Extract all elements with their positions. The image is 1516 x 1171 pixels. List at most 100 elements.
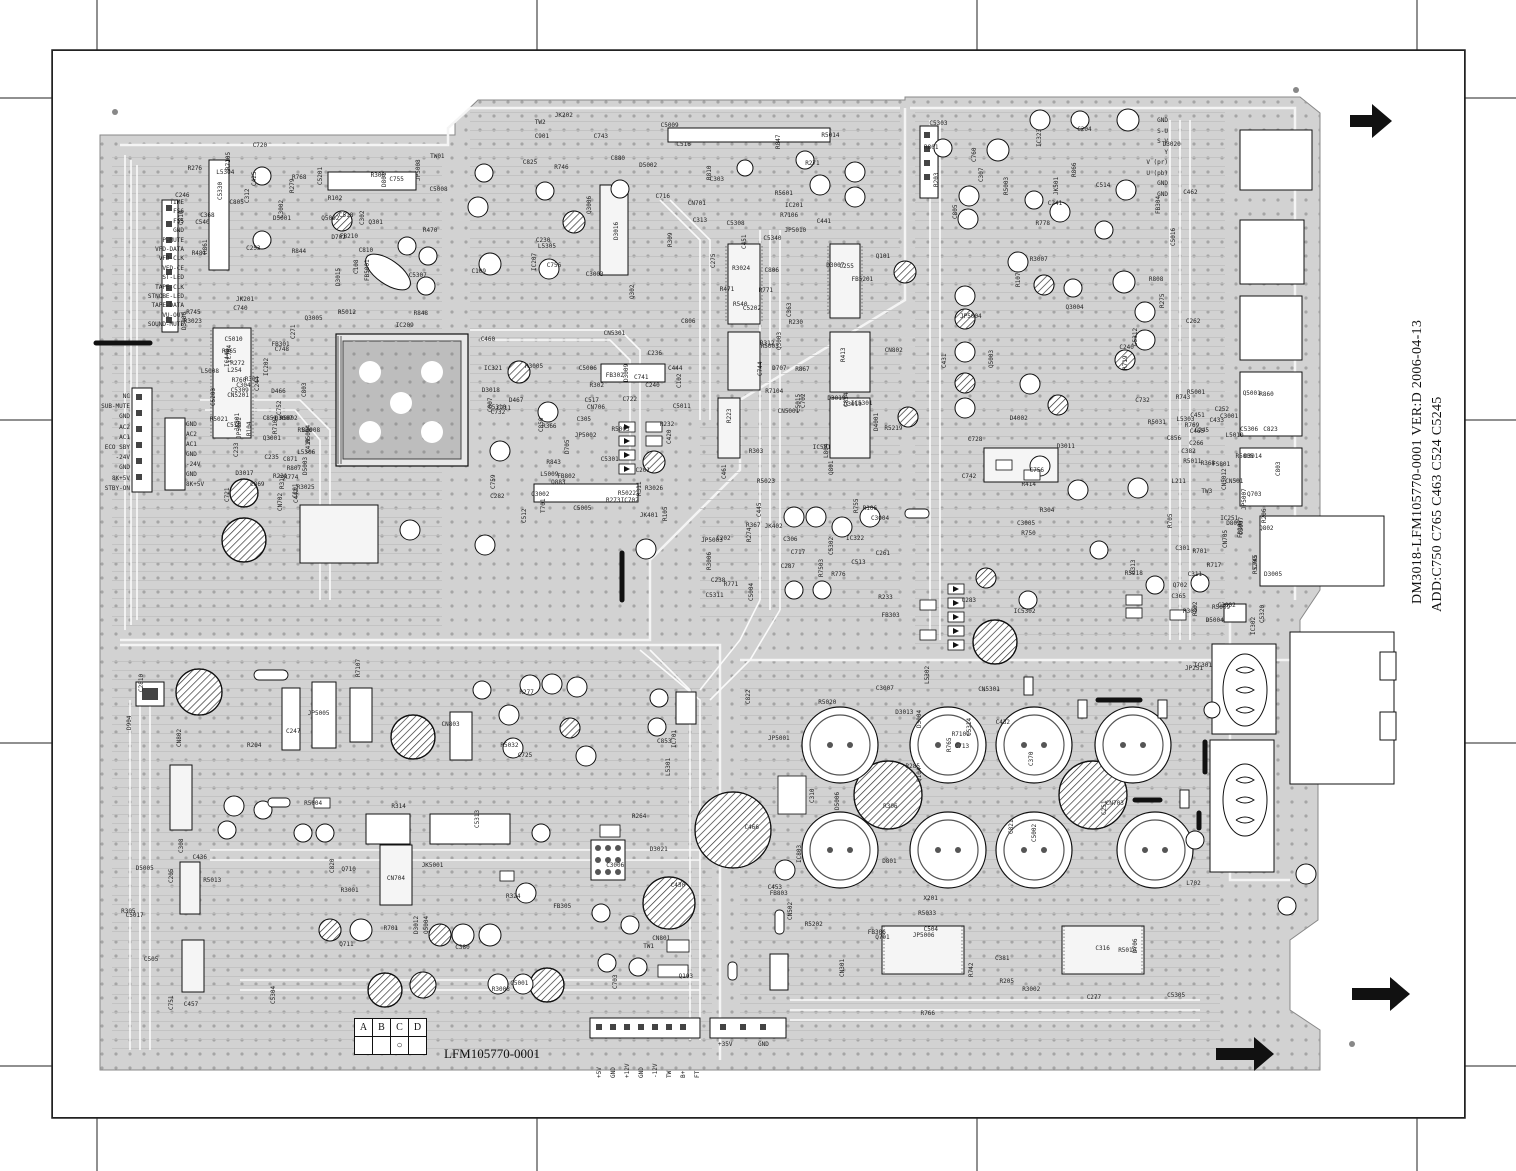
component-ref-label: C462 [1183,188,1198,196]
component-ref-label: C365 [1171,592,1186,600]
component-ref-label: IC301 [1193,662,1212,670]
component-ref-label: R312 [759,339,775,347]
component-ref-label: L5305 [537,243,556,251]
component-ref-label: C5202 [742,304,761,312]
component-ref-label: D3016 [613,221,620,240]
component-ref-label: R5012 [337,308,356,316]
connector-pin-label: AC2 [186,431,197,438]
component-ref-label: C820 [328,858,336,873]
component-ref-label: R860 [1259,390,1274,398]
component-ref-label: Q302 [629,284,637,299]
abcd-cell-c: C [390,1018,409,1037]
component-ref-label: C703 [611,974,619,990]
component-ref-label: C306 [783,535,798,543]
component-ref-label: Q3006 [586,196,594,215]
component-ref-label: T701 [539,498,547,513]
component-ref-label: R774 [283,473,299,481]
part-number: LFM105770-0001 [444,1046,541,1061]
component-ref-label: C363 [786,302,794,317]
component-ref-label: C5011 [672,403,691,411]
component-ref-label: R106 [862,504,878,512]
connector-pin-label: S-V [1157,138,1168,145]
component-ref-label: C5340 [763,234,782,242]
connector-pin-label: VFD-CLK [158,255,184,263]
component-ref-label: D3011 [1056,442,1075,450]
component-ref-label: R314 [391,803,406,811]
component-ref-label: R233 [878,593,893,601]
component-ref-label: R5020 [818,699,837,706]
component-ref-label: R778 [1035,219,1050,227]
component-ref-label: R745 [186,309,201,317]
component-ref-label: R5010 [1118,947,1137,955]
connector-pin-label: 8K+5V [186,481,205,488]
component-ref-label: C901 [534,132,550,140]
component-ref-label: R750 [1021,529,1036,537]
component-ref-label: C756 [546,261,562,269]
connector-pin-label: STBY-ON [104,484,130,492]
connector-pin-label: SOUND-MUTE [147,321,184,329]
component-ref-label: D5001 [272,214,291,222]
connector-pin-label: TIME [169,199,184,206]
component-ref-label: R7105 [225,151,233,170]
connector-pin-label: U (pb) [1146,169,1168,177]
component-ref-label: CN702 [276,492,284,511]
component-ref-label: R203 [932,172,940,187]
component-ref-label: D3012 [412,915,420,934]
component-ref-label: C238 [710,576,726,584]
component-ref-label: TW01 [430,153,445,161]
component-ref-label: C3003 [585,270,604,278]
component-ref-label: C5310 [488,404,507,412]
connector-pin-label: GND [186,471,197,478]
connector-pin-label: TAPE-CLK [155,283,184,291]
component-ref-label: C3004 [871,514,890,522]
connector-pin-label: 8K+5V [111,474,130,482]
component-ref-label: R5203 [1251,555,1259,574]
component-ref-label: C5305 [1167,992,1186,1000]
component-ref-label: R307 [1183,608,1198,616]
component-ref-label: C851 [262,415,278,423]
component-ref-label: IC501 [812,444,831,452]
component-ref-label: C732 [1135,397,1150,404]
component-ref-label: TW3 [1201,488,1213,496]
component-ref-label: C505 [143,955,159,963]
component-ref-label: C240 [645,381,660,389]
component-ref-label: C853 [657,737,672,745]
component-ref-label: R5218 [1124,570,1143,578]
connector-pin-label: -24V [115,454,130,462]
component-ref-label: R766 [920,1010,935,1018]
component-ref-label: R3002 [1022,985,1041,993]
component-ref-label: D3007 [826,261,845,269]
component-ref-label: Q103 [678,972,694,980]
component-ref-label: C871 [283,456,298,464]
component-ref-label: D705 [563,439,571,455]
component-ref-label: D3017 [235,469,254,477]
component-ref-label: C311 [1187,571,1203,579]
component-ref-label: C5016 [1169,227,1177,246]
component-ref-label: Q101 [875,252,891,260]
component-ref-label: D3018 [481,387,500,395]
component-ref-label: R264 [631,812,647,820]
component-ref-label: C810 [358,246,374,254]
component-ref-label: CN802 [176,729,183,748]
component-ref-label: R324 [506,892,521,900]
component-ref-label: R7107 [354,659,362,678]
connector-pins [136,132,930,1030]
component-ref-label: CN704 [386,874,405,882]
component-ref-label: C205 [167,868,175,883]
component-ref-label: FB307 [1237,520,1245,539]
component-ref-label: R104 [245,421,253,437]
component-ref-label: C5302 [828,536,836,555]
component-ref-label: IC5301 [850,399,873,407]
component-ref-label: CN701 [687,199,706,207]
component-ref-label: C5312 [1131,327,1139,346]
component-ref-label: C466 [744,824,759,832]
component-ref-label: D5004 [1205,617,1224,625]
component-ref-label: JP251 [1185,664,1204,672]
component-ref-label: JP5002 [574,431,597,439]
component-ref-label: R302 [589,382,604,389]
component-ref-label: C246 [175,191,190,199]
component-ref-label: R5003 [760,343,779,351]
component-ref-label: D3019 [827,394,846,402]
